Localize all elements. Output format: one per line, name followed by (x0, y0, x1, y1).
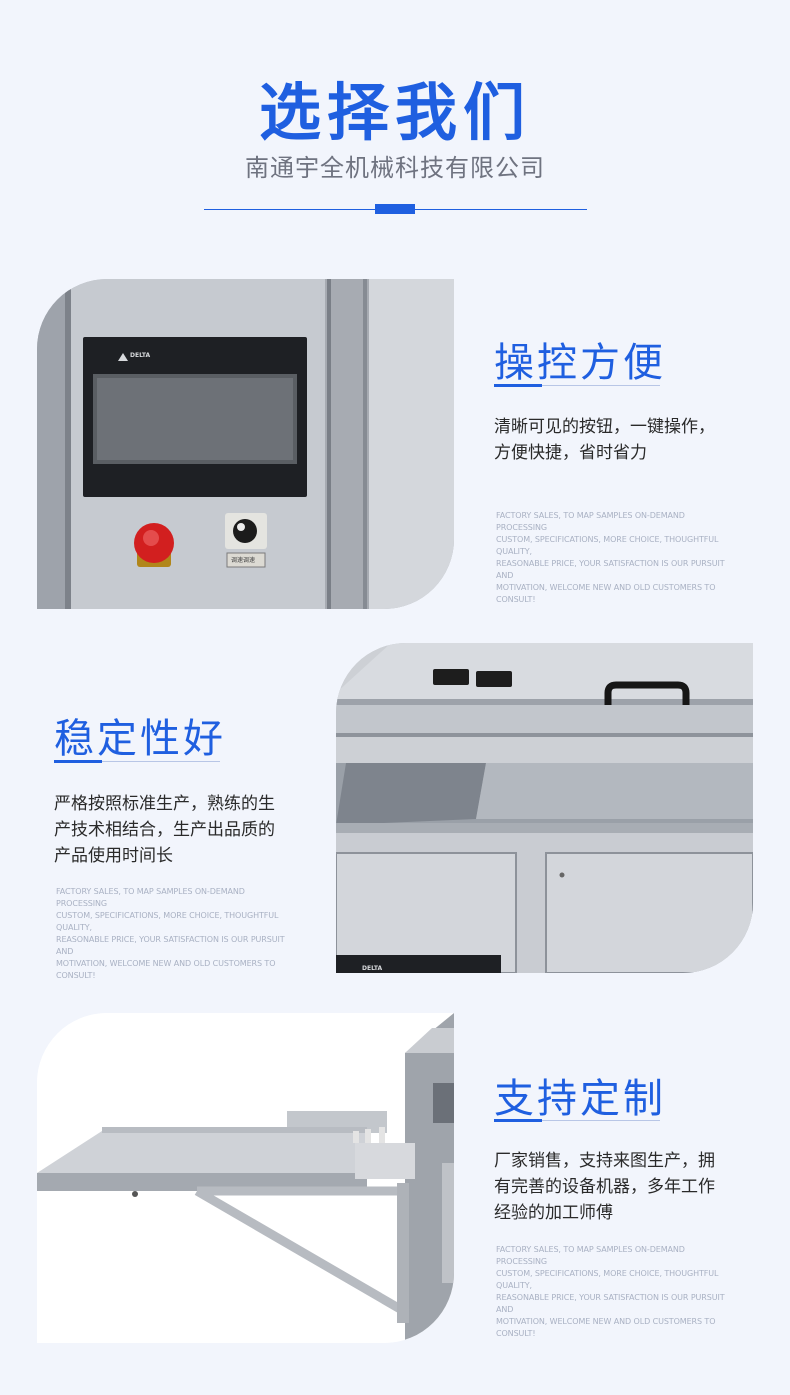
description-line: 严格按照标准生产，熟练的生 (54, 794, 275, 814)
machine-body-illustration (336, 643, 753, 973)
header-divider-accent (375, 204, 415, 214)
feed-table-photo (37, 1013, 454, 1343)
description-line: 产品使用时间长 (54, 846, 173, 866)
english-line: REASONABLE PRICE, YOUR SATISFACTION IS O… (496, 1293, 725, 1314)
description-line: 产技术相结合，生产出品质的 (54, 820, 275, 840)
english-line: REASONABLE PRICE, YOUR SATISFACTION IS O… (56, 935, 285, 956)
description-line: 清晰可见的按钮，一键操作， (494, 417, 715, 437)
english-line: CUSTOM, SPECIFICATIONS, MORE CHOICE, THO… (496, 1269, 719, 1290)
feature-english-blurb: FACTORY SALES, TO MAP SAMPLES ON-DEMAND … (496, 510, 736, 606)
description-line: 有完善的设备机器，多年工作 (494, 1177, 715, 1197)
english-line: FACTORY SALES, TO MAP SAMPLES ON-DEMAND … (496, 1245, 685, 1266)
feature-title-stability: 稳定性好 (54, 716, 226, 762)
company-name: 南通宇全机械科技有限公司 (245, 154, 545, 182)
feature-rule-accent (54, 760, 102, 763)
feature-description: 严格按照标准生产，熟练的生 产技术相结合，生产出品质的 产品使用时间长 (54, 791, 314, 869)
feed-table-illustration (37, 1013, 454, 1343)
description-line: 经验的加工师傅 (494, 1203, 613, 1223)
control-panel-photo: DELTA 调速调速 (37, 279, 454, 609)
panel-brand-logo: DELTA (362, 965, 383, 972)
page-title: 选择我们 (258, 76, 531, 149)
feature-rule (54, 760, 220, 763)
feature-rule-accent (494, 1119, 542, 1122)
feature-english-blurb: FACTORY SALES, TO MAP SAMPLES ON-DEMAND … (56, 886, 296, 982)
feature-rule (494, 1119, 660, 1122)
description-line: 厂家销售，支持来图生产，拥 (494, 1151, 715, 1171)
feature-rule (494, 384, 660, 387)
english-line: FACTORY SALES, TO MAP SAMPLES ON-DEMAND … (56, 887, 245, 908)
feature-english-blurb: FACTORY SALES, TO MAP SAMPLES ON-DEMAND … (496, 1244, 736, 1340)
english-line: REASONABLE PRICE, YOUR SATISFACTION IS O… (496, 559, 725, 580)
machine-body-photo: DELTA (336, 643, 753, 973)
english-line: MOTIVATION, WELCOME NEW AND OLD CUSTOMER… (496, 583, 716, 604)
feature-rule-accent (494, 384, 542, 387)
english-line: MOTIVATION, WELCOME NEW AND OLD CUSTOMER… (56, 959, 276, 980)
english-line: CUSTOM, SPECIFICATIONS, MORE CHOICE, THO… (56, 911, 279, 932)
feature-description: 清晰可见的按钮，一键操作， 方便快捷，省时省力 (494, 414, 744, 466)
english-line: FACTORY SALES, TO MAP SAMPLES ON-DEMAND … (496, 511, 685, 532)
control-panel-illustration (37, 279, 454, 609)
feature-title-customization: 支持定制 (494, 1076, 666, 1122)
feature-description: 厂家销售，支持来图生产，拥 有完善的设备机器，多年工作 经验的加工师傅 (494, 1148, 754, 1226)
knob-label-plate: 调速调速 (231, 557, 256, 564)
english-line: CUSTOM, SPECIFICATIONS, MORE CHOICE, THO… (496, 535, 719, 556)
panel-brand-logo: DELTA (130, 352, 151, 359)
english-line: MOTIVATION, WELCOME NEW AND OLD CUSTOMER… (496, 1317, 716, 1338)
description-line: 方便快捷，省时省力 (494, 443, 647, 463)
feature-title-easy-control: 操控方便 (494, 340, 666, 386)
